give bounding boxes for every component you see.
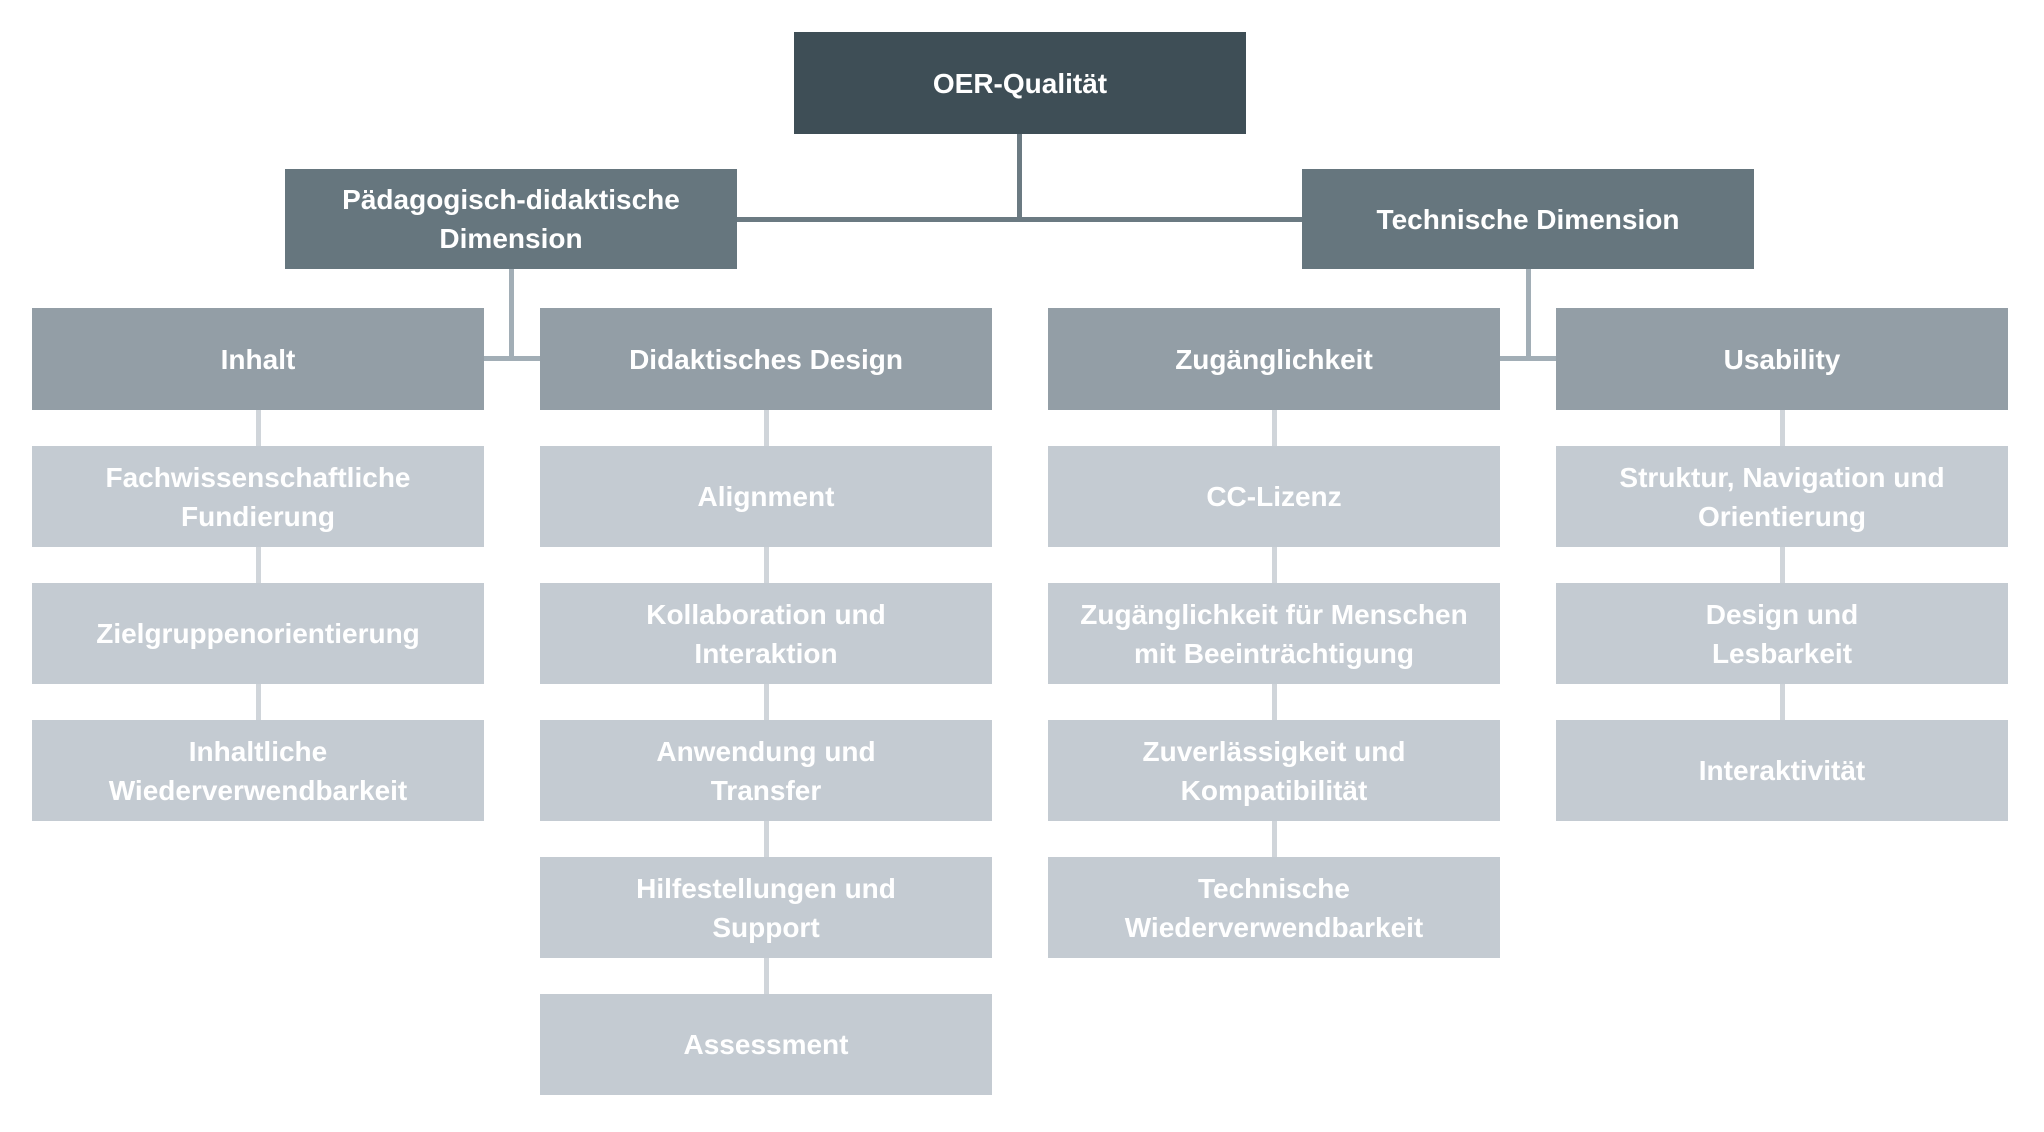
connector-column [1272,684,1277,720]
item-box-hilfestellungen-und: Hilfestellungen und Support [540,857,992,958]
item-box-design-und: Design und Lesbarkeit [1556,583,2008,684]
connector-root-vertical [1017,134,1022,222]
item-box-assessment: Assessment [540,994,992,1095]
dimension-box-technisch: Technische Dimension [1302,169,1754,269]
item-box-fachwissenschaftliche: Fachwissenschaftliche Fundierung [32,446,484,547]
dimension-label: Technische Dimension [1376,203,1680,235]
item-label: Inhaltliche Wiederverwendbarkeit [108,735,408,806]
item-label: Kollaboration und Interaktion [646,598,886,669]
connector-column [256,547,261,583]
item-label: Fachwissenschaftliche Fundierung [105,461,411,532]
item-box-inhaltliche: Inhaltliche Wiederverwendbarkeit [32,720,484,821]
category-label: Inhalt [220,343,296,375]
connector-column [764,958,769,994]
category-label: Usability [1723,343,1841,375]
item-box-anwendung-und: Anwendung und Transfer [540,720,992,821]
item-label: Anwendung und Transfer [656,735,876,806]
item-box-zug-nglichkeit-f-r-menschen: Zugänglichkeit für Menschen mit Beeinträ… [1048,583,1500,684]
connector-column [1272,410,1277,446]
connector-column [1272,547,1277,583]
connector-root-horizontal [737,217,1302,222]
root-label: OER-Qualität [932,67,1108,99]
item-box-zuverl-ssigkeit-und: Zuverlässigkeit und Kompatibilität [1048,720,1500,821]
item-label: Zuverlässigkeit und Kompatibilität [1142,735,1406,806]
item-label: Hilfestellungen und Support [636,872,896,943]
item-box-interaktivit-t: Interaktivität [1556,720,2008,821]
item-label: Struktur, Navigation und Orientierung [1619,461,1945,532]
item-label: Zugänglichkeit für Menschen mit Beeinträ… [1080,598,1468,669]
category-box-inhalt: Inhalt [32,308,484,410]
category-label: Didaktisches Design [629,343,903,375]
connector-technisch-horizontal [1500,356,1556,361]
root-box: OER-Qualität [794,32,1246,134]
category-box-zug-nglichkeit: Zugänglichkeit [1048,308,1500,410]
connector-column [1272,821,1277,857]
item-box-technische: Technische Wiederverwendbarkeit [1048,857,1500,958]
category-label: Zugänglichkeit [1175,343,1373,375]
connector-column [256,410,261,446]
item-label: CC-Lizenz [1206,481,1342,512]
connector-paedagogisch-vertical [509,269,514,361]
item-box-zielgruppenorientierung: Zielgruppenorientierung [32,583,484,684]
item-label: Design und Lesbarkeit [1705,598,1859,669]
item-box-cc-lizenz: CC-Lizenz [1048,446,1500,547]
connector-column [1780,547,1785,583]
item-box-kollaboration-und: Kollaboration und Interaktion [540,583,992,684]
connector-column [1780,684,1785,720]
item-label: Zielgruppenorientierung [96,618,420,649]
item-label: Interaktivität [1698,755,1866,786]
connector-column [764,547,769,583]
dimension-box-paedagogisch-didaktisch: Pädagogisch-didaktische Dimension [285,169,737,269]
connector-paedagogisch-horizontal [484,356,540,361]
connector-column [764,410,769,446]
dimension-label: Pädagogisch-didaktische Dimension [342,184,680,254]
item-label: Technische Wiederverwendbarkeit [1124,872,1424,943]
item-label: Assessment [683,1029,849,1060]
item-box-alignment: Alignment [540,446,992,547]
connector-column [764,821,769,857]
connector-column [1780,410,1785,446]
connector-technisch-vertical [1526,269,1531,361]
connector-column [764,684,769,720]
category-box-didaktisches-design: Didaktisches Design [540,308,992,410]
category-box-usability: Usability [1556,308,2008,410]
connector-column [256,684,261,720]
item-box-struktur-navigation-und: Struktur, Navigation und Orientierung [1556,446,2008,547]
item-label: Alignment [697,481,835,512]
